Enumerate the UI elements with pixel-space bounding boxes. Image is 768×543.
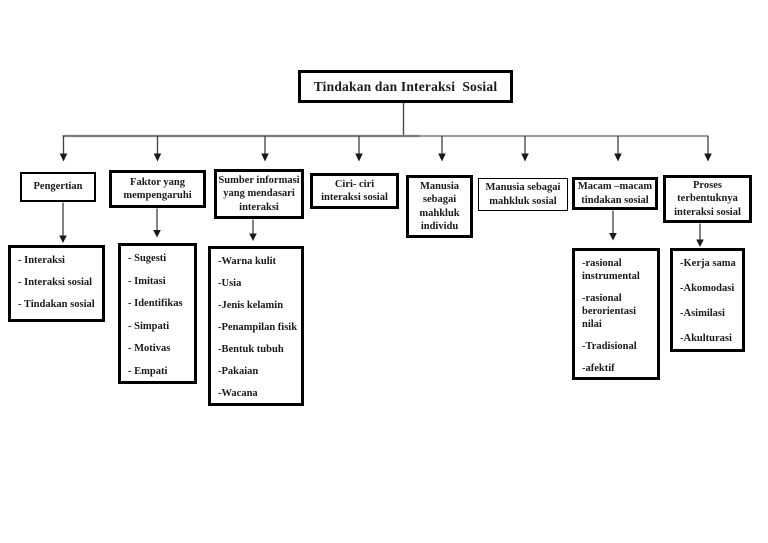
- list-item: -Jenis kelamin: [218, 300, 284, 311]
- node-label: Macam –macam tindakan sosial: [577, 181, 653, 206]
- list-item: - Sugesti: [128, 253, 167, 264]
- list-pengertian-details: - Interaksi - Interaksi sosial - Tindaka…: [8, 245, 105, 322]
- list-item: -Usia: [218, 278, 242, 289]
- node-manusia-mahkluk-individu: Manusia sebagai mahkluk individu: [406, 175, 473, 238]
- arrow-sumber-to-list: [249, 219, 257, 241]
- arrow-macam-to-list: [609, 210, 617, 241]
- list-item: - Empati: [128, 365, 168, 377]
- list-item: - Interaksi: [18, 255, 65, 266]
- arrow-to-macam-macam: [614, 136, 622, 162]
- root-node-label: Tindakan dan Interaksi Sosial: [313, 78, 498, 94]
- list-item: - Interaksi sosial: [18, 277, 93, 288]
- list-item: - Imitasi: [128, 275, 166, 287]
- arrow-to-pengertian: [59, 136, 68, 162]
- node-manusia-mahkluk-sosial: Manusia sebagai mahkluk sosial: [478, 178, 568, 211]
- arrow-to-ciri-ciri: [355, 136, 363, 162]
- arrow-faktor-to-list: [153, 208, 161, 238]
- list-item: -Bentuk tubuh: [218, 344, 284, 355]
- list-faktor-details: - Sugesti - Imitasi - Identifikas - Simp…: [118, 243, 197, 384]
- list-item: -rasional berorientasi nilai: [582, 293, 637, 330]
- list-item: -rasional instrumental: [582, 258, 640, 282]
- node-label: Manusia sebagai mahkluk sosial: [485, 182, 561, 207]
- list-macam-macam-details: -rasional instrumental -rasional berorie…: [572, 248, 660, 380]
- node-label: Proses terbentuknya interaksi sosial: [674, 179, 741, 218]
- node-sumber-informasi: Sumber informasi yang mendasari interaks…: [214, 169, 304, 219]
- list-sumber-informasi-details: -Warna kulit -Usia -Jenis kelamin -Penam…: [208, 246, 304, 406]
- list-item: - Tindakan sosial: [18, 299, 95, 310]
- list-proses-details: -Kerja sama -Akomodasi -Asimilasi -Akult…: [670, 248, 745, 352]
- node-label: Manusia sebagai mahkluk individu: [419, 180, 460, 233]
- arrow-pengertian-to-list: [59, 202, 67, 243]
- list-item: -Penampilan fisik: [218, 322, 298, 333]
- arrow-to-proses: [704, 136, 712, 162]
- list-item: - Identifikas: [128, 298, 183, 309]
- list-item: -Akomodasi: [680, 283, 735, 294]
- list-item: - Simpati: [128, 320, 170, 332]
- list-item: -Kerja sama: [680, 258, 736, 269]
- arrow-to-mahkluk-individu: [438, 136, 446, 162]
- list-item: -Asimilasi: [680, 308, 725, 319]
- list-item: -Pakaian: [218, 366, 259, 377]
- node-label: Ciri- ciri interaksi sosial: [321, 178, 388, 204]
- node-label: Faktor yang mempengaruhi: [123, 176, 192, 202]
- arrow-to-sumber-informasi: [261, 136, 269, 162]
- list-item: - Motivas: [128, 343, 171, 354]
- main-branch-arrows: [59, 136, 712, 162]
- node-label: Pengertian: [33, 181, 83, 193]
- node-pengertian: Pengertian: [20, 172, 96, 202]
- list-item: -Tradisional: [582, 341, 637, 352]
- list-item: -afektif: [582, 363, 615, 374]
- node-proses-terbentuknya: Proses terbentuknya interaksi sosial: [663, 175, 752, 223]
- node-faktor-yang-mempengaruhi: Faktor yang mempengaruhi: [109, 170, 206, 208]
- arrow-proses-to-list: [696, 223, 704, 247]
- node-ciri-ciri-interaksi-sosial: Ciri- ciri interaksi sosial: [310, 173, 399, 209]
- arrow-to-faktor: [153, 136, 162, 162]
- list-item: -Warna kulit: [218, 256, 277, 267]
- node-macam-macam-tindakan-sosial: Macam –macam tindakan sosial: [572, 177, 658, 210]
- node-label: Sumber informasi yang mendasari interaks…: [218, 174, 300, 213]
- list-item: -Wacana: [218, 388, 258, 399]
- root-node: Tindakan dan Interaksi Sosial: [298, 70, 513, 103]
- list-item: -Akulturasi: [680, 333, 732, 344]
- arrow-to-mahkluk-sosial: [521, 136, 529, 162]
